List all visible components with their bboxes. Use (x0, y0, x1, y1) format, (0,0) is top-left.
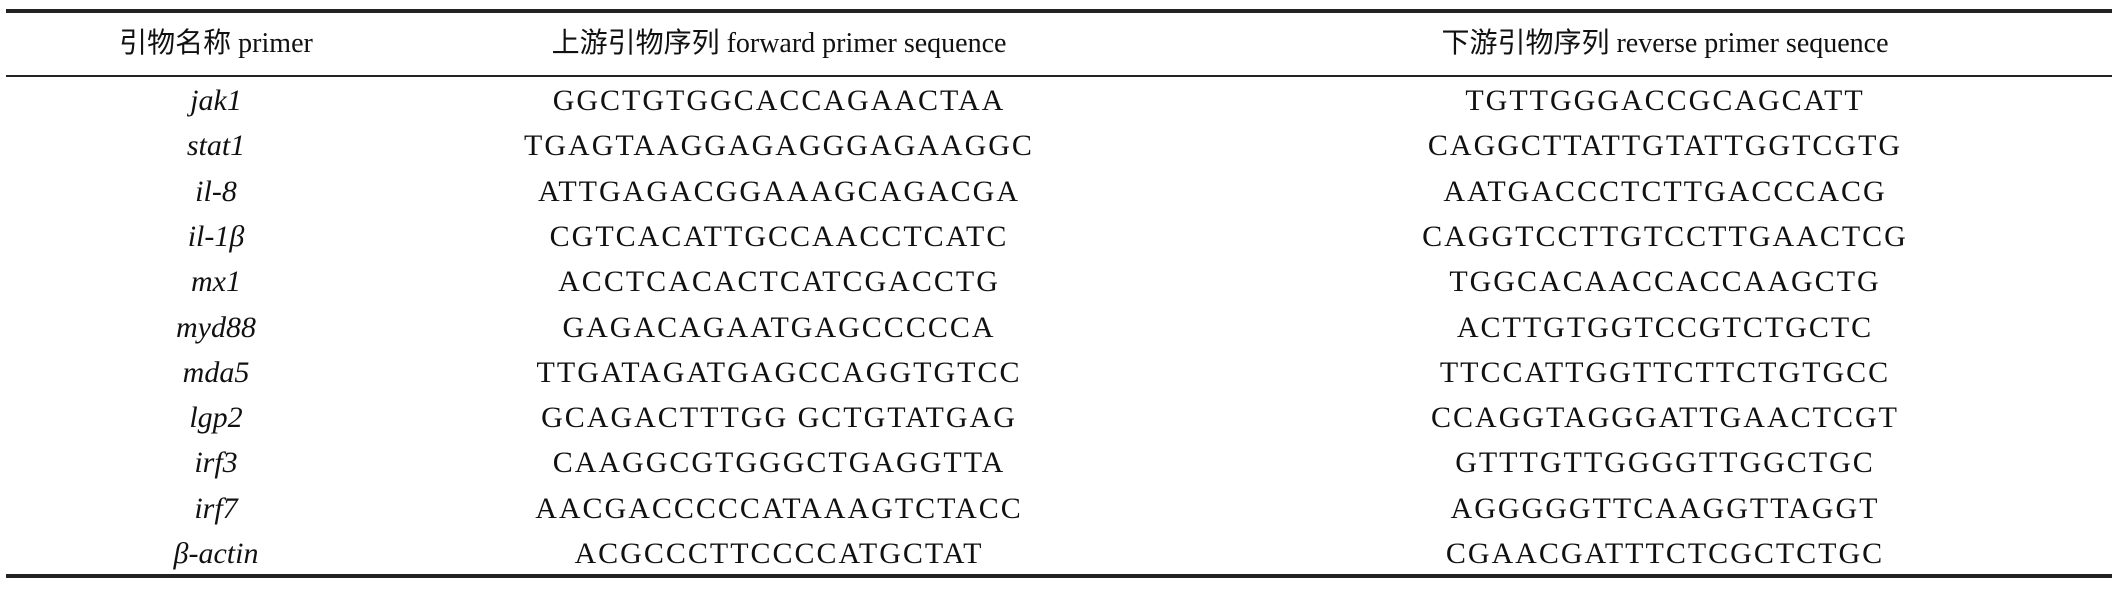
forward-sequence: GGCTGTGGCACCAGAACTAA (552, 84, 1006, 117)
forward-sequence: CGTCACATTGCCAACCTCATC (549, 219, 1009, 253)
forward-sequence: ACGCCCTTCCCCATGCTAT (574, 537, 984, 570)
header-rule (6, 75, 2112, 77)
forward-sequence: GCAGACTTTGG GCTGTATGAG (541, 401, 1017, 435)
table-row: mx1 ACCTCACACTCATCGACCTG TGGCACAACCACCAAGC… (0, 259, 2112, 304)
reverse-sequence: AGGGGGTTCAAGGTTAGGT (1450, 491, 1880, 525)
forward-sequence: TGAGTAAGGAGAGGGAGAAGGC (524, 129, 1034, 163)
primer-name: stat1 (186, 129, 246, 163)
primer-name: mda5 (182, 355, 250, 389)
header-forward-sequence: 上游引物序列 forward primer sequence (551, 28, 1007, 59)
forward-sequence: ACCTCACACTCATCGACCTG (558, 265, 1000, 299)
table-bottom-rule (6, 574, 2112, 578)
primer-name: il-8 (195, 174, 237, 208)
reverse-sequence: CCAGGTAGGGATTGAACTCGT (1431, 401, 1899, 435)
header-reverse-sequence: 下游引物序列 reverse primer sequence (1441, 28, 1889, 59)
table-row: il-1β CGTCACATTGCCAACCTCATC CAGGTCCTTGTCCT… (0, 214, 2112, 259)
reverse-sequence: CAGGTCCTTGTCCTTGAACTCG (1422, 219, 1908, 253)
primer-name: lgp2 (189, 401, 243, 435)
forward-sequence: GAGACAGAATGAGCCCCCA (562, 310, 996, 344)
reverse-sequence: AATGACCCTCTTGACCCACG (1443, 174, 1887, 208)
reverse-sequence: CGAACGATTTCTCGCTCTGC (1445, 537, 1885, 570)
primer-name: myd88 (176, 310, 256, 344)
table-row: il-8 ATTGAGACGGAAAGCAGACGA AATGACCCTCTTGAC… (0, 169, 2112, 214)
table-row: stat1 TGAGTAAGGAGAGGGAGAAGGC CAGGCTTATTGTA… (0, 123, 2112, 168)
primer-name: il-1β (187, 219, 245, 253)
forward-sequence: CAAGGCGTGGGCTGAGGTTA (552, 446, 1006, 480)
primer-name: mx1 (191, 265, 241, 299)
forward-sequence: AACGACCCCCATAAAGTCTACC (535, 491, 1023, 525)
reverse-sequence: TGTTGGGACCGCAGCATT (1465, 84, 1865, 117)
reverse-sequence: CAGGCTTATTGTATTGGTCGTG (1427, 129, 1903, 163)
forward-sequence: ATTGAGACGGAAAGCAGACGA (538, 174, 1020, 208)
primer-name: irf7 (194, 491, 238, 525)
primer-name: jak1 (190, 84, 242, 117)
table-top-rule (6, 9, 2112, 13)
table-row: mda5 TTGATAGATGAGCCAGGTGTCC TTCCATTGGTTCTT… (0, 350, 2112, 395)
reverse-sequence: GTTTGTTGGGGTTGGCTGC (1455, 446, 1875, 480)
table-row: jak1 GGCTGTGGCACCAGAACTAA TGTTGGGACCGCAGCA… (0, 78, 2112, 123)
table-row: irf3 CAAGGCGTGGGCTGAGGTTA GTTTGTTGGGGTTGGC… (0, 440, 2112, 485)
primer-name: β-actin (173, 537, 259, 570)
table-row: myd88 GAGACAGAATGAGCCCCCA ACTTGTGGTCCGTCTG… (0, 305, 2112, 350)
table-row: lgp2 GCAGACTTTGG GCTGTATGAG CCAGGTAGGGATTG… (0, 395, 2112, 440)
reverse-sequence: TTCCATTGGTTCTTCTGTGCC (1439, 355, 1891, 389)
table-row: irf7 AACGACCCCCATAAAGTCTACC AGGGGGTTCAAGGT… (0, 486, 2112, 531)
table-row: β-actin ACGCCCTTCCCCATGCTAT CGAACGATTTCTCG… (0, 531, 2112, 576)
primer-name: irf3 (194, 446, 238, 480)
forward-sequence: TTGATAGATGAGCCAGGTGTCC (536, 355, 1022, 389)
header-primer: 引物名称 primer (119, 28, 313, 59)
reverse-sequence: TGGCACAACCACCAAGCTG (1449, 265, 1881, 299)
reverse-sequence: ACTTGTGGTCCGTCTGCTC (1456, 310, 1874, 344)
